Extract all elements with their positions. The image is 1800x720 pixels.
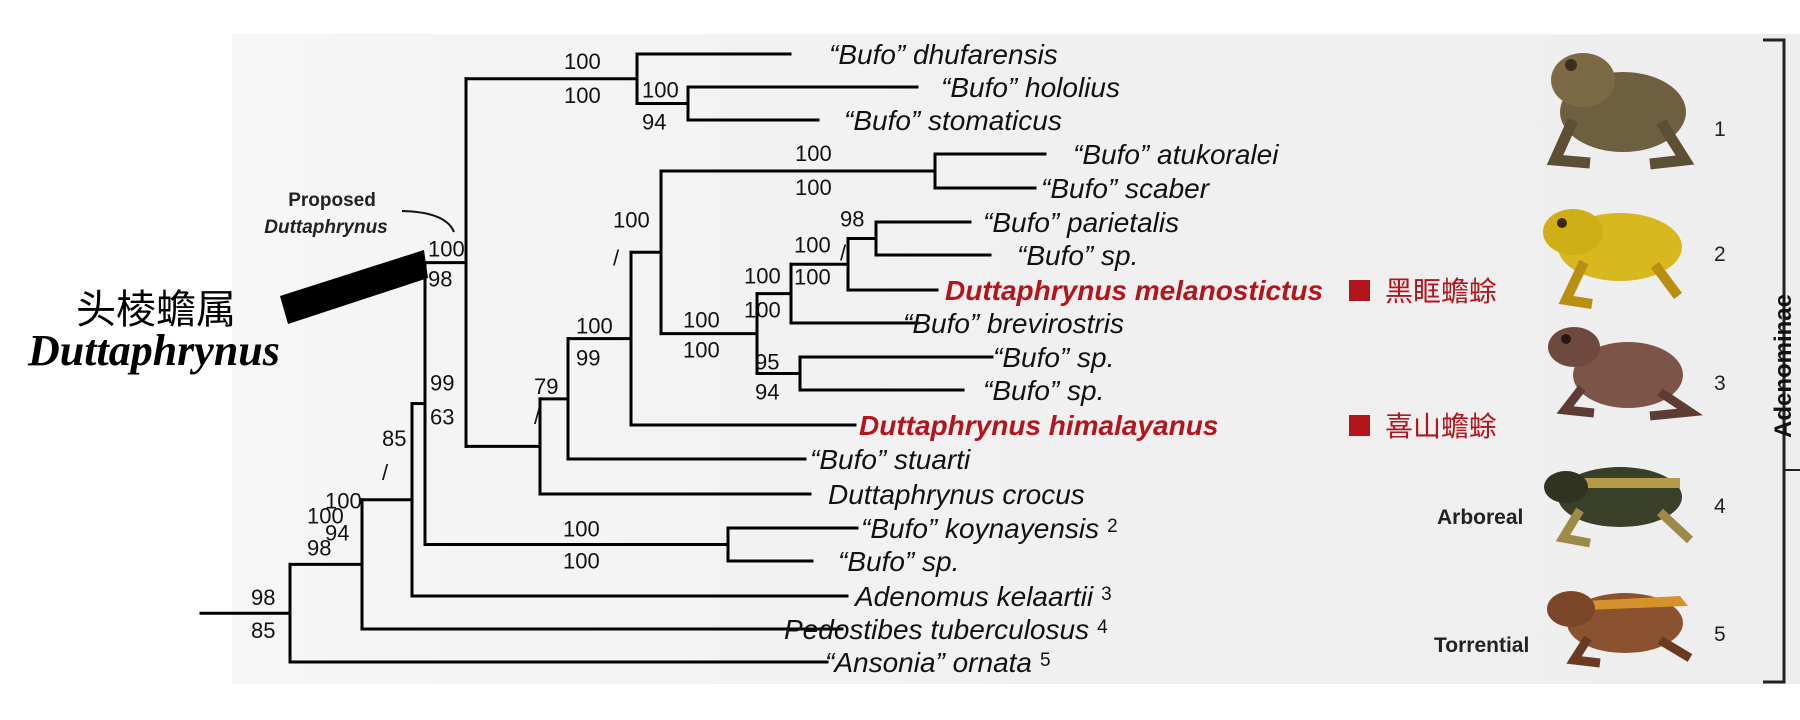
support-top-6: 100 — [744, 264, 781, 289]
taxon-label-8: Duttaphrynus melanostictus — [945, 275, 1323, 306]
clade-bracket — [1763, 38, 1786, 684]
figure-background — [232, 34, 1800, 684]
support-top-9: 100 — [613, 207, 650, 232]
taxon-label-3: “Bufo” stomaticus — [844, 105, 1062, 136]
support-top-8: 100 — [683, 308, 720, 333]
genus-latin-name: Duttaphrynus — [27, 326, 280, 375]
support-top-11: 79 — [534, 374, 558, 399]
support-top-18: 98 — [251, 585, 275, 610]
habitat-label-torrential: Torrential — [1434, 634, 1529, 657]
support-top-17: 100 — [307, 503, 344, 528]
support-bottom-9: / — [613, 245, 620, 270]
proposed-label-line1: Proposed — [288, 190, 376, 211]
melanostictus-chinese-name: 黑眶蟾蜍 — [1385, 275, 1497, 308]
support-top-1: 100 — [564, 49, 601, 74]
frog-image-1 — [1546, 53, 1695, 170]
genus-pointer-bar — [280, 250, 428, 324]
support-bottom-4: / — [840, 241, 847, 266]
taxon-label-13: “Bufo” stuarti — [810, 444, 971, 475]
taxon-label-2: “Bufo” hololius — [941, 72, 1120, 103]
frog-image-3 — [1548, 327, 1703, 421]
support-bottom-12: 98 — [428, 267, 452, 292]
support-bottom-17: 98 — [307, 535, 331, 560]
support-top-4: 98 — [840, 207, 864, 232]
image-number-2: 2 — [1714, 243, 1726, 266]
taxon-label-16: “Bufo” sp. — [838, 546, 959, 577]
taxon-label-11: “Bufo” sp. — [983, 375, 1104, 406]
clade-label-adenominae: Adenominae — [1770, 294, 1797, 438]
support-top-13: 99 — [430, 371, 454, 396]
support-bottom-1: 100 — [564, 83, 601, 108]
support-bottom-6: 100 — [744, 298, 781, 323]
genus-chinese-name: 头棱蟾属 — [76, 287, 236, 333]
support-top-5: 100 — [794, 232, 831, 257]
support-bottom-13: 63 — [430, 405, 454, 430]
frog-image-5 — [1547, 591, 1693, 668]
support-bottom-2: 94 — [642, 110, 666, 135]
taxon-labels: “Bufo” dhufarensis“Bufo” hololius“Bufo” … — [784, 39, 1323, 678]
taxon-label-7: “Bufo” sp. — [1017, 240, 1138, 271]
support-bottom-15: / — [382, 460, 389, 485]
support-top-12: 100 — [428, 237, 465, 262]
himalayanus-marker — [1349, 415, 1370, 436]
taxon-label-5: “Bufo” scaber — [1041, 173, 1211, 204]
image-number-5: 5 — [1714, 623, 1726, 646]
support-top-2: 100 — [642, 78, 679, 103]
support-bottom-8: 100 — [683, 338, 720, 363]
frog-image-4 — [1544, 467, 1694, 548]
support-bottom-14: 100 — [563, 549, 600, 574]
support-top-15: 85 — [382, 426, 406, 451]
himalayanus-chinese-name: 喜山蟾蜍 — [1385, 410, 1497, 443]
support-bottom-16: 94 — [325, 520, 349, 545]
melanostictus-marker — [1349, 280, 1370, 301]
support-bottom-5: 100 — [794, 264, 831, 289]
taxon-label-14: Duttaphrynus crocus — [828, 479, 1085, 510]
taxon-label-12: Duttaphrynus himalayanus — [859, 410, 1218, 441]
image-number-1: 1 — [1714, 118, 1726, 141]
taxon-label-9: “Bufo” brevirostris — [903, 308, 1124, 339]
habitat-label-arboreal: Arboreal — [1437, 506, 1523, 529]
support-bottom-11: / — [534, 404, 541, 429]
taxon-label-4: “Bufo” atukoralei — [1073, 139, 1279, 170]
support-top-7: 95 — [755, 350, 779, 375]
taxon-label-10: “Bufo” sp. — [993, 342, 1114, 373]
proposed-pointer-arc — [401, 210, 455, 233]
frog-image-2 — [1543, 209, 1683, 309]
support-bottom-7: 94 — [755, 380, 779, 405]
taxon-label-6: “Bufo” parietalis — [983, 207, 1179, 238]
support-bottom-3: 100 — [795, 175, 832, 200]
support-top-3: 100 — [795, 141, 832, 166]
support-top-10: 100 — [576, 314, 613, 339]
tree-branches — [199, 52, 1047, 664]
support-bottom-18: 85 — [251, 618, 275, 643]
image-number-4: 4 — [1714, 495, 1726, 518]
support-bottom-10: 99 — [576, 346, 600, 371]
image-number-3: 3 — [1714, 372, 1726, 395]
proposed-label-line2: Duttaphrynus — [264, 217, 388, 238]
support-top-16: 100 — [325, 488, 362, 513]
support-top-14: 100 — [563, 517, 600, 542]
taxon-label-1: “Bufo” dhufarensis — [829, 39, 1058, 70]
